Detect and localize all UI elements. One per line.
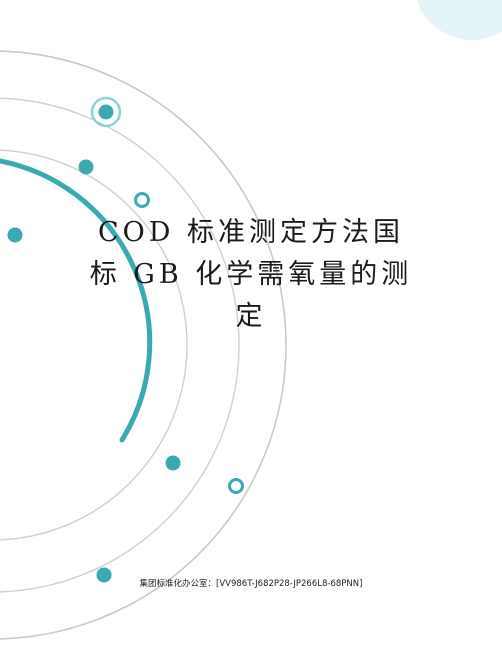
top-ring-marker	[90, 96, 122, 128]
middle-gray-ring	[0, 97, 240, 593]
teal-dot-lower	[165, 455, 181, 471]
teal-dot-left	[7, 227, 23, 243]
title-line-3: 定	[235, 301, 267, 332]
outer-gray-ring	[0, 50, 287, 640]
title-line-1: COD 标准测定方法国	[97, 217, 405, 248]
title-line-2: 标 GB 化学需氧量的测	[89, 259, 413, 290]
teal-arc	[0, 158, 153, 443]
document-title: COD 标准测定方法国 标 GB 化学需氧量的测 定	[60, 212, 442, 338]
small-ring-marker-upper	[134, 192, 150, 208]
small-ring-marker-lower	[228, 478, 244, 494]
document-code: 集团标准化办公室：[VV986T-J682P28-JP266L8-68PNN]	[139, 579, 363, 589]
teal-dot-bottom	[96, 567, 112, 583]
teal-dot-upper	[78, 159, 94, 175]
corner-tint-circle	[416, 0, 502, 40]
inner-gray-ring	[0, 149, 188, 541]
